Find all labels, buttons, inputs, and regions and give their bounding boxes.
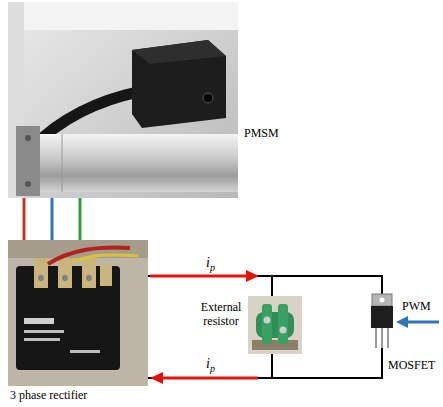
pmsm-photo: [8, 2, 238, 198]
current-label: ip: [206, 255, 215, 276]
current-arrow-shaft: [150, 275, 248, 278]
resistor-body: [256, 312, 294, 338]
wire: [272, 276, 382, 294]
wire: [79, 198, 82, 240]
wire: [148, 276, 272, 294]
terminal-tab: [58, 258, 72, 288]
wire: [148, 356, 272, 378]
photo-ground: [8, 240, 148, 386]
rectifier-photo-box: 3 phase rectifier: [8, 240, 148, 404]
wire: [272, 356, 382, 378]
mosfet-leg: [381, 328, 383, 348]
rectifier-photo: [8, 240, 148, 386]
module-wire: [72, 255, 138, 262]
motor-body: [36, 134, 238, 192]
mosfet-symbol: [371, 294, 393, 348]
terminal-screw: [86, 275, 92, 281]
wire: [23, 198, 26, 240]
node-label: External resistor: [196, 300, 246, 328]
resistor-photo: [248, 296, 302, 354]
terminal-tab: [82, 258, 96, 288]
current-arrow-head: [150, 372, 163, 384]
resistor-photo-box: External resistor: [196, 294, 302, 356]
pmsm-photo-box: PMSM: [8, 2, 290, 198]
encoder-lens: [203, 93, 213, 103]
wire: [51, 198, 54, 240]
module-print: [24, 330, 64, 333]
resistor-screw: [280, 327, 287, 334]
module-print: [24, 338, 60, 341]
node-label: 3 phase rectifier: [10, 388, 87, 402]
current-label: ip: [206, 356, 215, 377]
resistor-base: [252, 340, 298, 350]
frame-panel: [8, 2, 238, 30]
resistor-screw: [264, 317, 271, 324]
photo-ground: [8, 2, 238, 198]
current-arrow-head: [246, 270, 259, 282]
pwm-arrow-shaft: [406, 321, 439, 324]
node-label: PMSM: [244, 126, 279, 140]
encoder-top: [132, 40, 226, 64]
terminal-tab: [34, 258, 48, 288]
photo-ground: [248, 296, 302, 354]
resistor-body: [278, 304, 288, 344]
terminal-tab: [100, 264, 112, 286]
node-label: MOSFET: [388, 358, 435, 372]
current-arrow: [150, 270, 259, 282]
resistor-body: [262, 304, 272, 344]
pwm-arrow-head: [396, 316, 408, 328]
mosfet-leg: [387, 328, 389, 348]
terminal-screw: [62, 275, 68, 281]
pwm-arrow: [396, 316, 439, 328]
terminal-screw: [38, 275, 44, 281]
encoder-box: [132, 40, 226, 128]
motor-flange: [16, 126, 40, 196]
mosfet-hole: [380, 298, 385, 303]
signal-name: PWM: [402, 299, 431, 313]
mosfet-leg: [375, 328, 377, 348]
module-print: [24, 318, 54, 324]
mosfet-tab: [372, 294, 392, 306]
current-arrow: [150, 372, 258, 384]
mosfet-body: [371, 306, 393, 328]
current-arrow-shaft: [161, 377, 258, 380]
flange-bolt: [25, 135, 31, 141]
flange-bolt: [25, 181, 31, 187]
motor-groove: [62, 134, 63, 192]
module-print: [70, 350, 100, 353]
